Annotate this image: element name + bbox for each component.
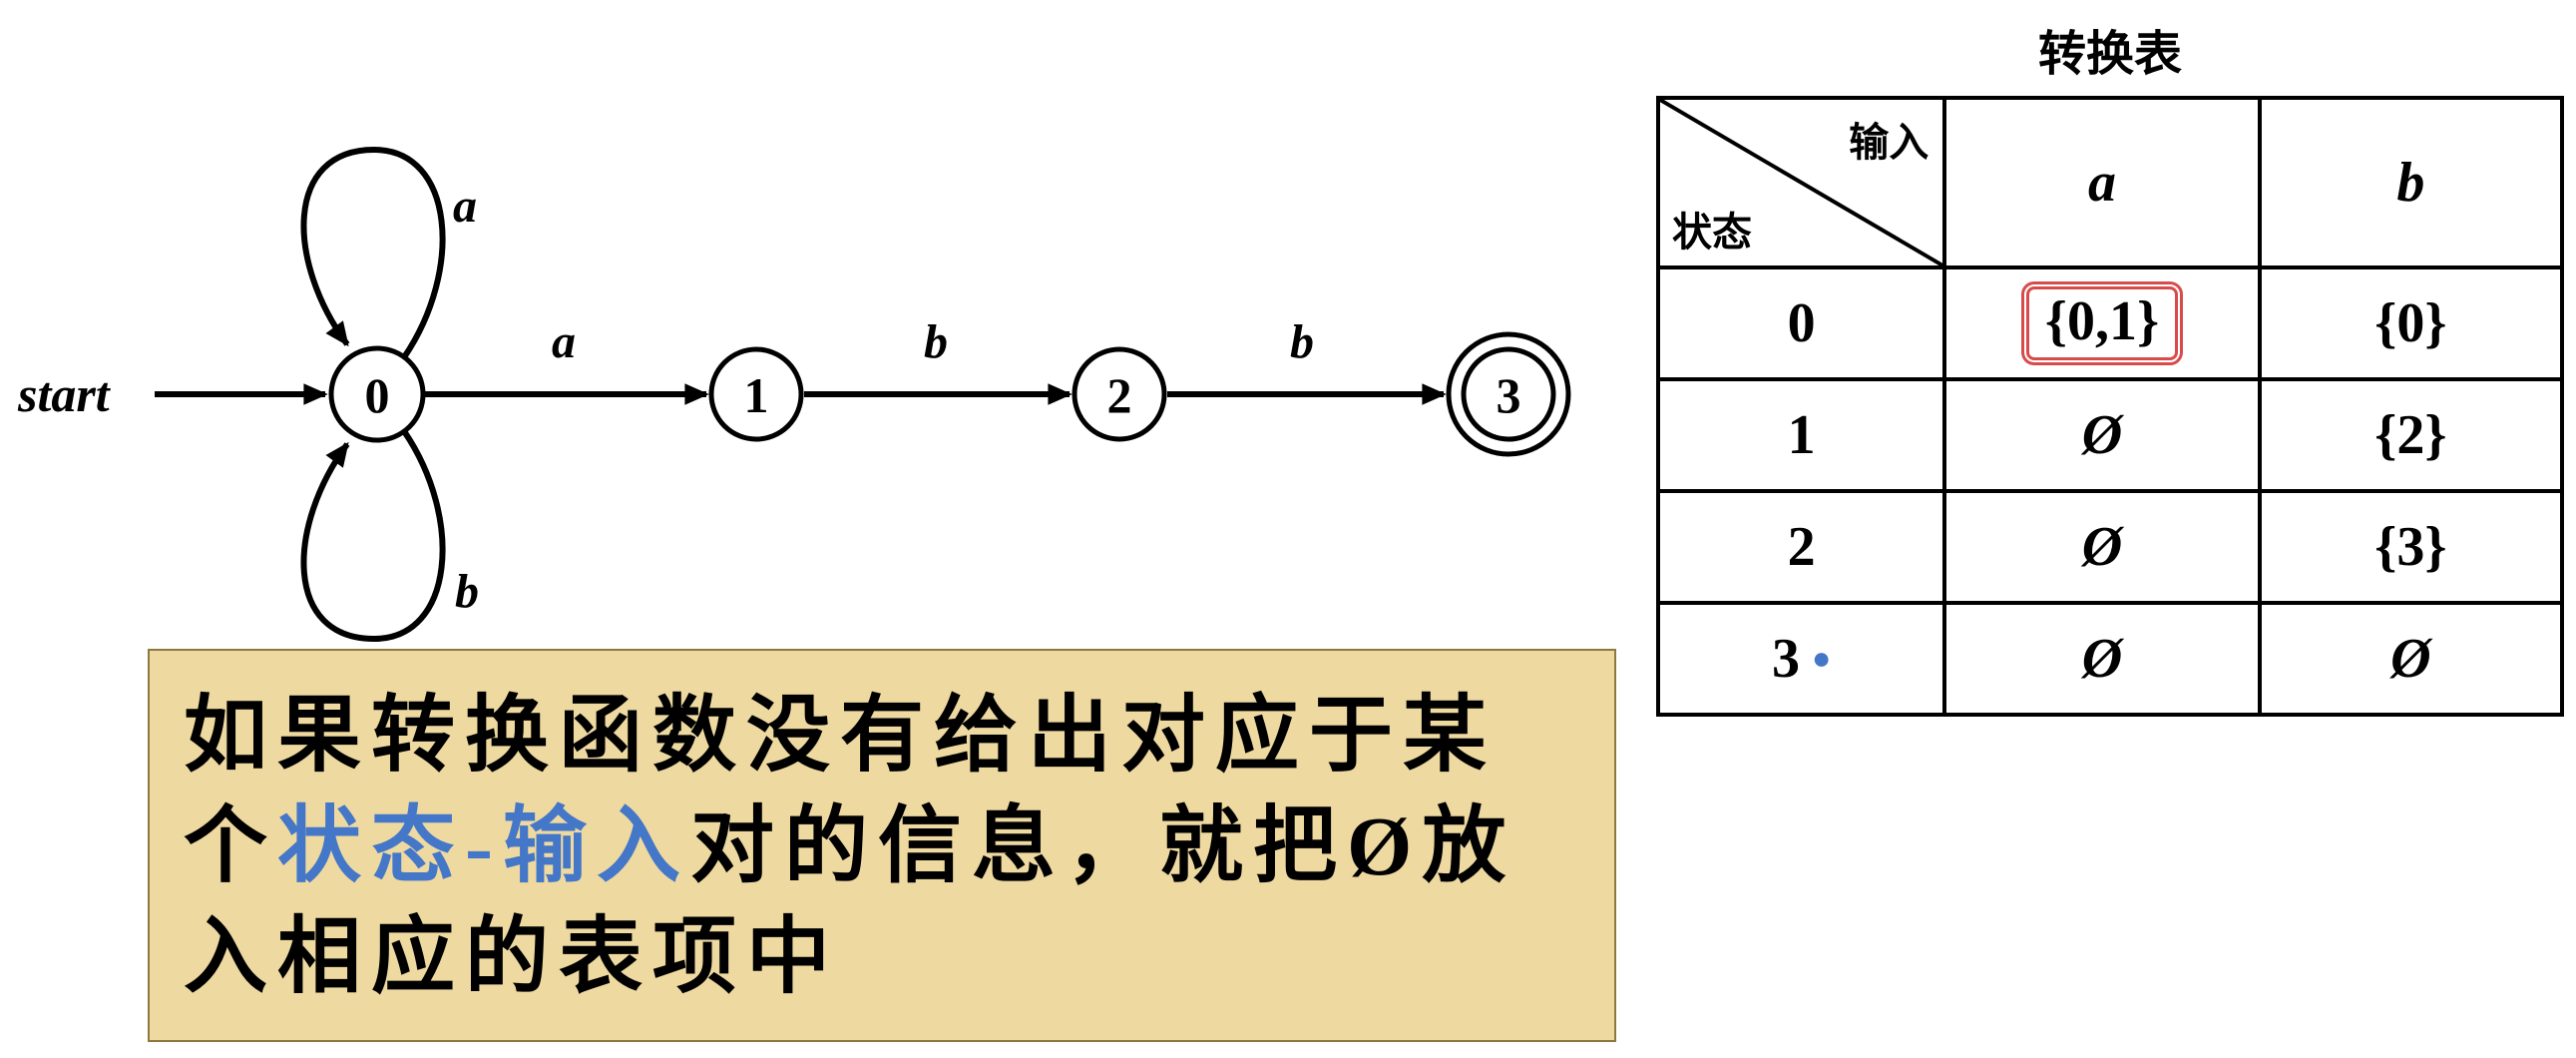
state-cell: 0 [1655, 265, 1947, 381]
self-loop-a [300, 146, 446, 359]
cell-value: Ø [2390, 628, 2431, 690]
column-header-b: b [2257, 96, 2565, 269]
state-value: 2 [1787, 516, 1816, 578]
state-1-circle [708, 346, 804, 442]
self-loop-a-label: a [453, 180, 477, 233]
note-text: 对的信息，就把Ø放 [690, 800, 1516, 893]
state-3-inner-circle [1461, 346, 1556, 442]
note-line: 如果转换函数没有给出对应于某 [184, 681, 1580, 792]
edge-0-1-label: a [552, 315, 576, 368]
transition-table: 输入 状态 a b 0 {0,1} {0} 1 [1655, 96, 2565, 717]
corner-label-input: 输入 [1849, 120, 1930, 165]
state-value: 0 [1787, 292, 1816, 354]
note-text: 如果转换函数没有给出对应于某 [184, 690, 1498, 783]
table-row: 3● Ø Ø [1655, 601, 2565, 717]
state-value: 3 [1771, 628, 1800, 690]
transition-cell: {0} [2257, 265, 2565, 381]
corner-label-state: 状态 [1672, 210, 1752, 255]
state-2-label: 2 [1107, 367, 1132, 423]
corner-diagonal-line [1660, 100, 1943, 265]
state-1-label: 1 [744, 367, 769, 423]
table-row: 1 Ø {2} [1655, 377, 2565, 493]
transition-cell: {2} [2257, 377, 2565, 493]
accepting-dot: ● [1811, 640, 1832, 676]
state-cell: 1 [1655, 377, 1947, 493]
transition-cell: Ø [2257, 601, 2565, 717]
self-loop-b-label: b [455, 565, 479, 618]
table-row: 2 Ø {3} [1655, 489, 2565, 605]
cell-value: {0} [2374, 292, 2447, 354]
table-row: 0 {0,1} {0} [1655, 265, 2565, 381]
transition-cell: {3} [2257, 489, 2565, 605]
state-value: 1 [1787, 404, 1816, 466]
column-header-a: a [1942, 96, 2262, 269]
cell-value: {2} [2374, 404, 2447, 466]
note-text: 个 [184, 800, 278, 893]
cell-value: Ø [2081, 628, 2123, 690]
transition-cell: {0,1} [1942, 265, 2262, 381]
state-0-circle [328, 345, 426, 443]
start-label: start [17, 366, 112, 422]
corner-cell: 输入 状态 [1655, 96, 1947, 269]
state-cell: 3● [1655, 601, 1947, 717]
cell-value: Ø [2081, 404, 2123, 466]
highlighted-cell-value: {0,1} [2020, 281, 2184, 365]
self-loop-b [300, 429, 446, 643]
transition-cell: Ø [1942, 601, 2262, 717]
table-header-row: 输入 状态 a b [1655, 96, 2565, 269]
state-0-label: 0 [365, 367, 390, 423]
state-2-circle [1072, 346, 1167, 442]
edge-2-3-label: b [1290, 315, 1314, 368]
table-title: 转换表 [2037, 28, 2182, 81]
transition-cell: Ø [1942, 489, 2262, 605]
cell-value: Ø [2081, 516, 2123, 578]
state-3-label: 3 [1497, 367, 1521, 423]
transition-table-section: 转换表 输入 状态 a b 0 {0,1} [1655, 14, 2565, 717]
note-box: 如果转换函数没有给出对应于某 个状态-输入对的信息，就把Ø放 入相应的表项中 [148, 649, 1616, 1042]
edge-1-2-label: b [924, 315, 948, 368]
note-text: 入相应的表项中 [184, 911, 841, 1004]
note-line: 个状态-输入对的信息，就把Ø放 [184, 792, 1580, 902]
note-text-accent: 状态-输入 [277, 800, 690, 893]
transition-cell: Ø [1942, 377, 2262, 493]
nfa-diagram: start a b a b b 0 1 2 3 [17, 146, 1571, 643]
note-line: 入相应的表项中 [184, 902, 1580, 1013]
state-cell: 2 [1655, 489, 1947, 605]
cell-value: {3} [2374, 516, 2447, 578]
